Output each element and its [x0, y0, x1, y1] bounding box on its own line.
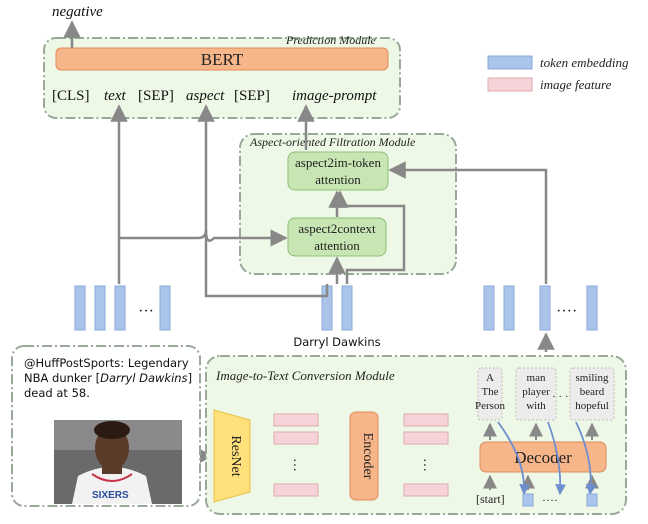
bert-label: BERT: [201, 50, 244, 69]
svg-text:with: with: [526, 400, 546, 412]
prediction-module-title: Prediction Module: [285, 33, 377, 47]
output-label: negative: [52, 4, 103, 20]
aspect2context-line2: attention: [314, 238, 360, 253]
svg-text:Person: Person: [475, 400, 505, 412]
tweet-suffix: ] dead at 58.: [24, 371, 193, 400]
input-token: text: [104, 88, 126, 104]
encoder-label: Encoder: [360, 433, 375, 480]
legend-token-label: token embedding: [540, 55, 629, 70]
svg-text:player: player: [522, 386, 550, 398]
text-token-embeddings: ···: [74, 285, 171, 331]
start-token-label: [start]: [476, 492, 505, 506]
caption-ellipsis: · · · ·: [552, 391, 575, 403]
caption-column-1: A The Person: [475, 367, 505, 421]
input-token: aspect: [186, 88, 225, 104]
caption-column-3: smiling beard hopeful: [569, 367, 615, 421]
input-token: [SEP]: [138, 88, 174, 104]
svg-text:beard: beard: [580, 386, 605, 398]
svg-text:···: ···: [286, 458, 301, 472]
decoder-input-tokens: ····: [522, 493, 598, 507]
encoder-block: [349, 411, 379, 501]
svg-text:smiling: smiling: [575, 372, 609, 384]
resnet-label: ResNet: [228, 435, 243, 476]
filtration-module-title: Aspect-oriented Filtration Module: [249, 135, 416, 149]
tweet-prefix: @HuffPostSports: Legendary NBA dunker [: [24, 356, 189, 385]
player-photo: SIXERS: [54, 420, 182, 504]
image-features-stage1: ···: [273, 413, 319, 497]
svg-text:····: ····: [556, 303, 577, 320]
legend-token-swatch: [487, 55, 533, 70]
svg-text:···: ···: [138, 303, 154, 320]
svg-text:SIXERS: SIXERS: [92, 490, 129, 501]
image-prompt-token-embeddings: ····: [483, 285, 598, 331]
svg-text:The: The: [481, 386, 498, 398]
svg-text:man: man: [527, 372, 546, 384]
svg-text:hopeful: hopeful: [575, 400, 609, 412]
legend-image-swatch: [487, 77, 533, 92]
bert-block: [55, 47, 389, 71]
tweet-entity: Darryl Dawkins: [100, 371, 188, 385]
caption-column-2: man player with: [515, 367, 557, 421]
legend-image-label: image feature: [540, 77, 612, 92]
aspect2im-token-line2: attention: [315, 172, 361, 187]
autoregressive-feedback-arrows: [497, 421, 597, 496]
aspect-term-label: Darryl Dawkins: [293, 335, 380, 349]
image-to-text-module-title: Image-to-Text Conversion Module: [215, 368, 395, 383]
input-token: [CLS]: [52, 88, 90, 104]
svg-text:····: ····: [542, 493, 558, 507]
tweet-text: @HuffPostSports: Legendary NBA dunker [D…: [24, 356, 194, 401]
aspect2im-token-line1: aspect2im-token: [295, 155, 381, 170]
image-features-stage2: ···: [403, 413, 449, 497]
decoder-block: [479, 441, 607, 473]
resnet-block: [213, 409, 251, 503]
input-token: image-prompt: [292, 88, 377, 104]
svg-text:A: A: [486, 372, 494, 384]
decoder-label: Decoder: [514, 448, 572, 467]
aspect2im-token-attention-block: [287, 151, 389, 191]
input-token: [SEP]: [234, 88, 270, 104]
aspect2context-attention-block: [287, 217, 387, 257]
svg-text:···: ···: [416, 458, 431, 472]
aspect2context-line1: aspect2context: [298, 221, 376, 236]
